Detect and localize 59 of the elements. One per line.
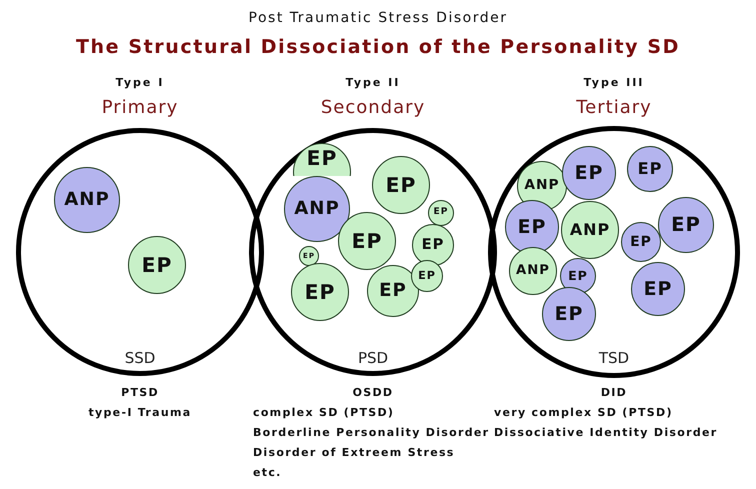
ego-state-label: EP (574, 164, 604, 182)
level-name: Primary (100, 97, 180, 118)
diagnosis-text: Disorder of Extreem Stress (253, 445, 456, 461)
diagnosis-text: etc. (253, 465, 283, 481)
ego-state-circle (561, 201, 619, 259)
ego-state-circle (509, 247, 557, 295)
ego-state-label: EP (379, 282, 407, 300)
ego-state-circle (428, 200, 454, 226)
ego-state-label: EP (422, 238, 444, 252)
ego-state-circle (299, 246, 319, 266)
title: The Structural Dissociation of the Personality SD (74, 36, 682, 58)
ego-state-label: ANP (294, 200, 340, 218)
subtitle: Post Traumatic Stress Disorder (248, 10, 508, 26)
ego-state-label: EP (568, 270, 588, 282)
ego-state-circle (627, 146, 673, 192)
ego-state-label: EP (518, 218, 546, 236)
ego-state-circle (367, 265, 419, 317)
dissociation-abbreviation: TSD (598, 349, 630, 367)
ego-state-label: ANP (516, 264, 550, 278)
ego-state-circle (560, 258, 596, 294)
ego-state-circle (293, 143, 351, 176)
level-name: Secondary (320, 97, 426, 118)
ego-state-label: EP (306, 148, 338, 168)
ego-state-label: EP (671, 215, 701, 235)
ego-state-label: EP (352, 230, 382, 252)
ego-state-circle (621, 222, 661, 262)
ego-state-label: ANP (570, 222, 610, 238)
level-name: Tertiary (575, 97, 653, 118)
ego-state-label: EP (418, 270, 436, 282)
ego-state-label: EP (644, 280, 672, 298)
diagnosis-text: very complex SD (PTSD) (494, 405, 674, 421)
ego-state-label: EP (554, 304, 584, 324)
type-label: Type III (582, 76, 646, 89)
dissociation-abbreviation: SSD (124, 349, 156, 367)
diagnosis-text: OSDD (352, 385, 394, 401)
ego-state-label: EP (434, 208, 448, 218)
ego-state-circle (412, 224, 454, 266)
ego-state-label: ANP (64, 190, 110, 210)
ego-state-label: EP (630, 235, 652, 249)
ego-state-circle (372, 156, 430, 214)
diagnosis-text: complex SD (PTSD) (253, 405, 396, 421)
ego-state-label: EP (386, 174, 416, 196)
diagnosis-text: DID (600, 385, 628, 401)
ego-state-label: EP (304, 282, 336, 302)
diagnosis-text: PTSD (120, 385, 160, 401)
ego-state-circle (542, 287, 596, 341)
ego-state-label: EP (638, 160, 662, 178)
ego-state-circle (562, 146, 616, 200)
ego-state-circle (411, 260, 443, 292)
ego-state-label: ANP (524, 179, 560, 193)
diagnosis-text: Borderline Personality Disorder (253, 425, 490, 441)
type-label: Type I (114, 76, 166, 89)
diagnosis-text: type-I Trauma (87, 405, 192, 421)
ego-state-circle (338, 212, 396, 270)
diagnosis-text: Dissociative Identity Disorder (494, 425, 718, 441)
type-label: Type II (344, 76, 402, 89)
dissociation-abbreviation: PSD (356, 349, 390, 367)
ego-state-circle (631, 262, 685, 316)
ego-state-label: EP (142, 254, 172, 276)
